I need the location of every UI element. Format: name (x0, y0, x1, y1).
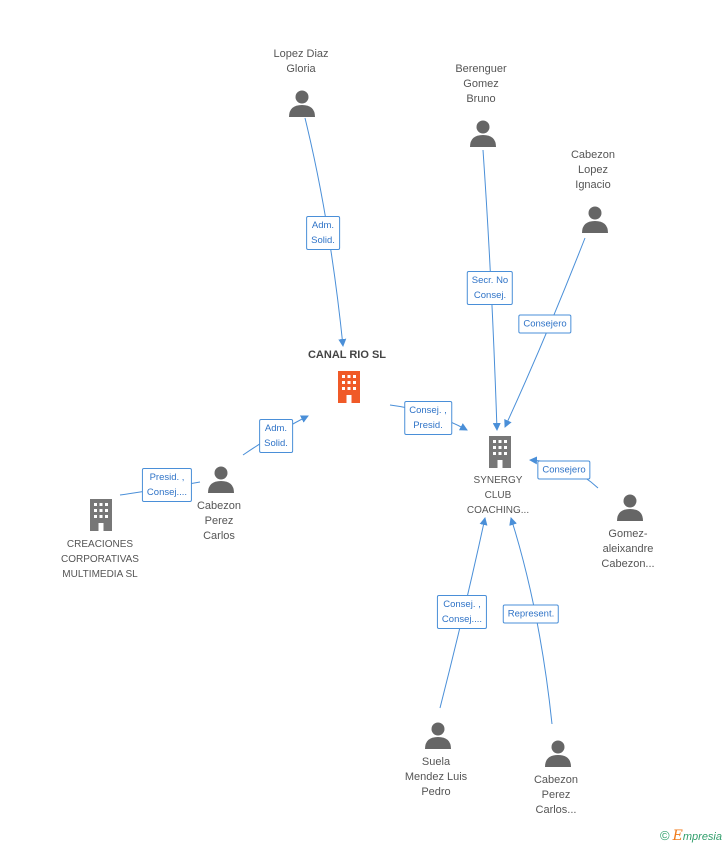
node-label-gomez-aleixandre[interactable]: Gomez- aleixandre Cabezon... (601, 528, 655, 570)
edge-label-secr-no-consej[interactable]: Secr. No Consej. (466, 271, 514, 305)
person-icon[interactable] (287, 88, 317, 118)
brand-name: mpresia (682, 831, 722, 843)
edge-label-adm-solid[interactable]: Adm. Solid. (306, 216, 340, 250)
building-icon[interactable] (485, 434, 515, 470)
edge-label-consejero[interactable]: Consejero (518, 314, 572, 334)
edge-label-represent[interactable]: Represent. (502, 604, 560, 624)
person-icon[interactable] (423, 720, 453, 750)
edge-cabezonlopez-to-synergy (504, 237, 586, 428)
edge-label-presid-consej[interactable]: Presid. , Consej.... (141, 468, 193, 502)
building-icon[interactable] (334, 369, 364, 405)
person-icon[interactable] (468, 118, 498, 148)
node-label-berenguer[interactable]: Berenguer Gomez Bruno (455, 63, 507, 105)
person-icon[interactable] (615, 492, 645, 522)
building-icon[interactable] (86, 497, 116, 533)
copyright-brand: © Empresia (660, 828, 722, 844)
node-label-creaciones[interactable]: CREACIONES CORPORATIVAS MULTIMEDIA SL (61, 539, 139, 580)
brand-logo-letter: E (672, 828, 683, 844)
node-label-cabezon-perez[interactable]: Cabezon Perez Carlos (196, 500, 242, 542)
person-icon[interactable] (580, 204, 610, 234)
edge-label-consej-presid[interactable]: Consej. , Presid. (404, 401, 452, 435)
person-icon[interactable] (543, 738, 573, 768)
node-label-lopez-diaz[interactable]: Lopez Diaz Gloria (273, 48, 329, 75)
node-label-cabezon-perez-2[interactable]: Cabezon Perez Carlos... (533, 774, 579, 816)
node-label-cabezon-lopez[interactable]: Cabezon Lopez Ignacio (570, 149, 616, 191)
node-label-canal-rio[interactable]: CANAL RIO SL (307, 349, 387, 361)
edge-label-adm-solid-2[interactable]: Adm. Solid. (259, 419, 293, 453)
node-label-suela[interactable]: Suela Mendez Luis Pedro (404, 756, 468, 798)
person-icon[interactable] (206, 464, 236, 494)
edge-label-consejero-2[interactable]: Consejero (537, 460, 591, 480)
node-label-synergy[interactable]: SYNERGY CLUB COACHING... (466, 475, 530, 516)
edge-label-consej-consej[interactable]: Consej. , Consej.... (436, 595, 488, 629)
copyright-icon: © (659, 828, 670, 843)
